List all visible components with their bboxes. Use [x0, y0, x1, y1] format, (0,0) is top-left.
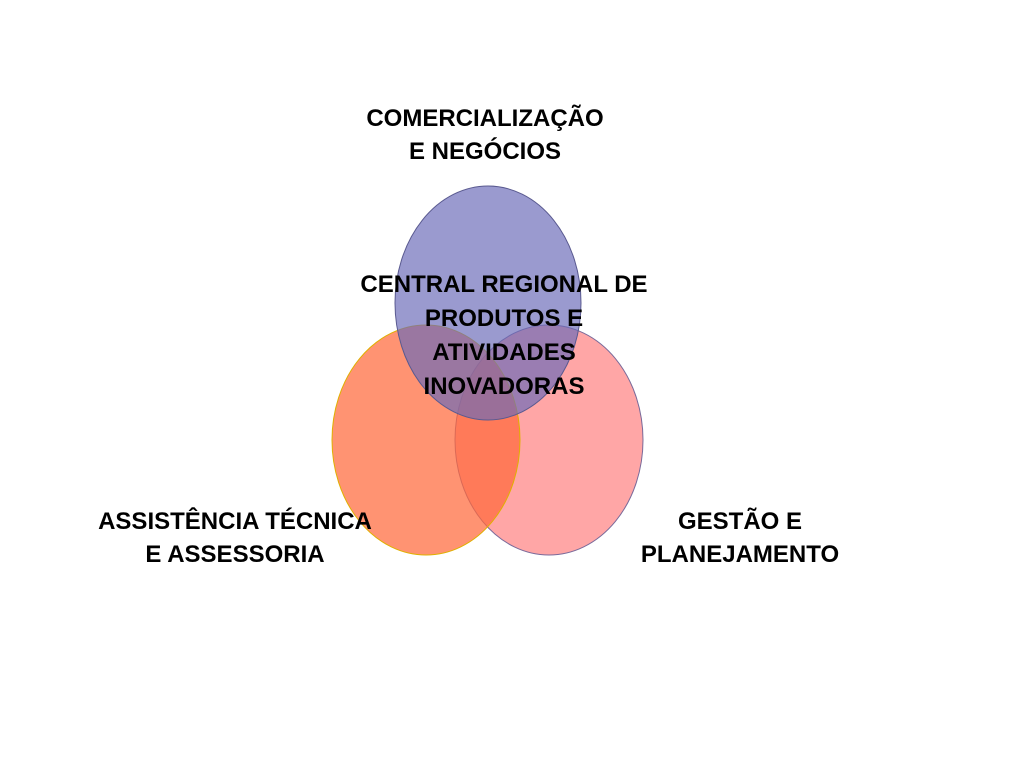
label-comercializacao: COMERCIALIZAÇÃO E NEGÓCIOS — [285, 102, 685, 168]
venn-circle-comercializacao — [394, 185, 582, 421]
label-assistencia-line-2: E ASSESSORIA — [145, 541, 325, 568]
label-central-line-2: PRODUTOS E — [424, 305, 584, 332]
label-assistencia-line-1: ASSISTÊNCIA TÉCNICA — [98, 508, 372, 535]
label-comercializacao-line-2: E NEGÓCIOS — [408, 138, 562, 165]
label-central-line-3: ATIVIDADES — [432, 339, 576, 366]
label-central-regional: CENTRAL REGIONAL DE PRODUTOS E ATIVIDADE… — [304, 268, 704, 404]
label-gestao-line-1: GESTÃO E — [677, 508, 803, 535]
label-gestao-line-2: PLANEJAMENTO — [640, 541, 840, 568]
label-comercializacao-line-1: COMERCIALIZAÇÃO — [366, 105, 604, 132]
label-central-line-1: CENTRAL REGIONAL DE — [360, 271, 648, 298]
label-assistencia-tecnica: ASSISTÊNCIA TÉCNICA E ASSESSORIA — [35, 505, 435, 571]
label-central-line-4: INOVADORAS — [423, 373, 585, 400]
label-gestao-planejamento: GESTÃO E PLANEJAMENTO — [540, 505, 940, 571]
